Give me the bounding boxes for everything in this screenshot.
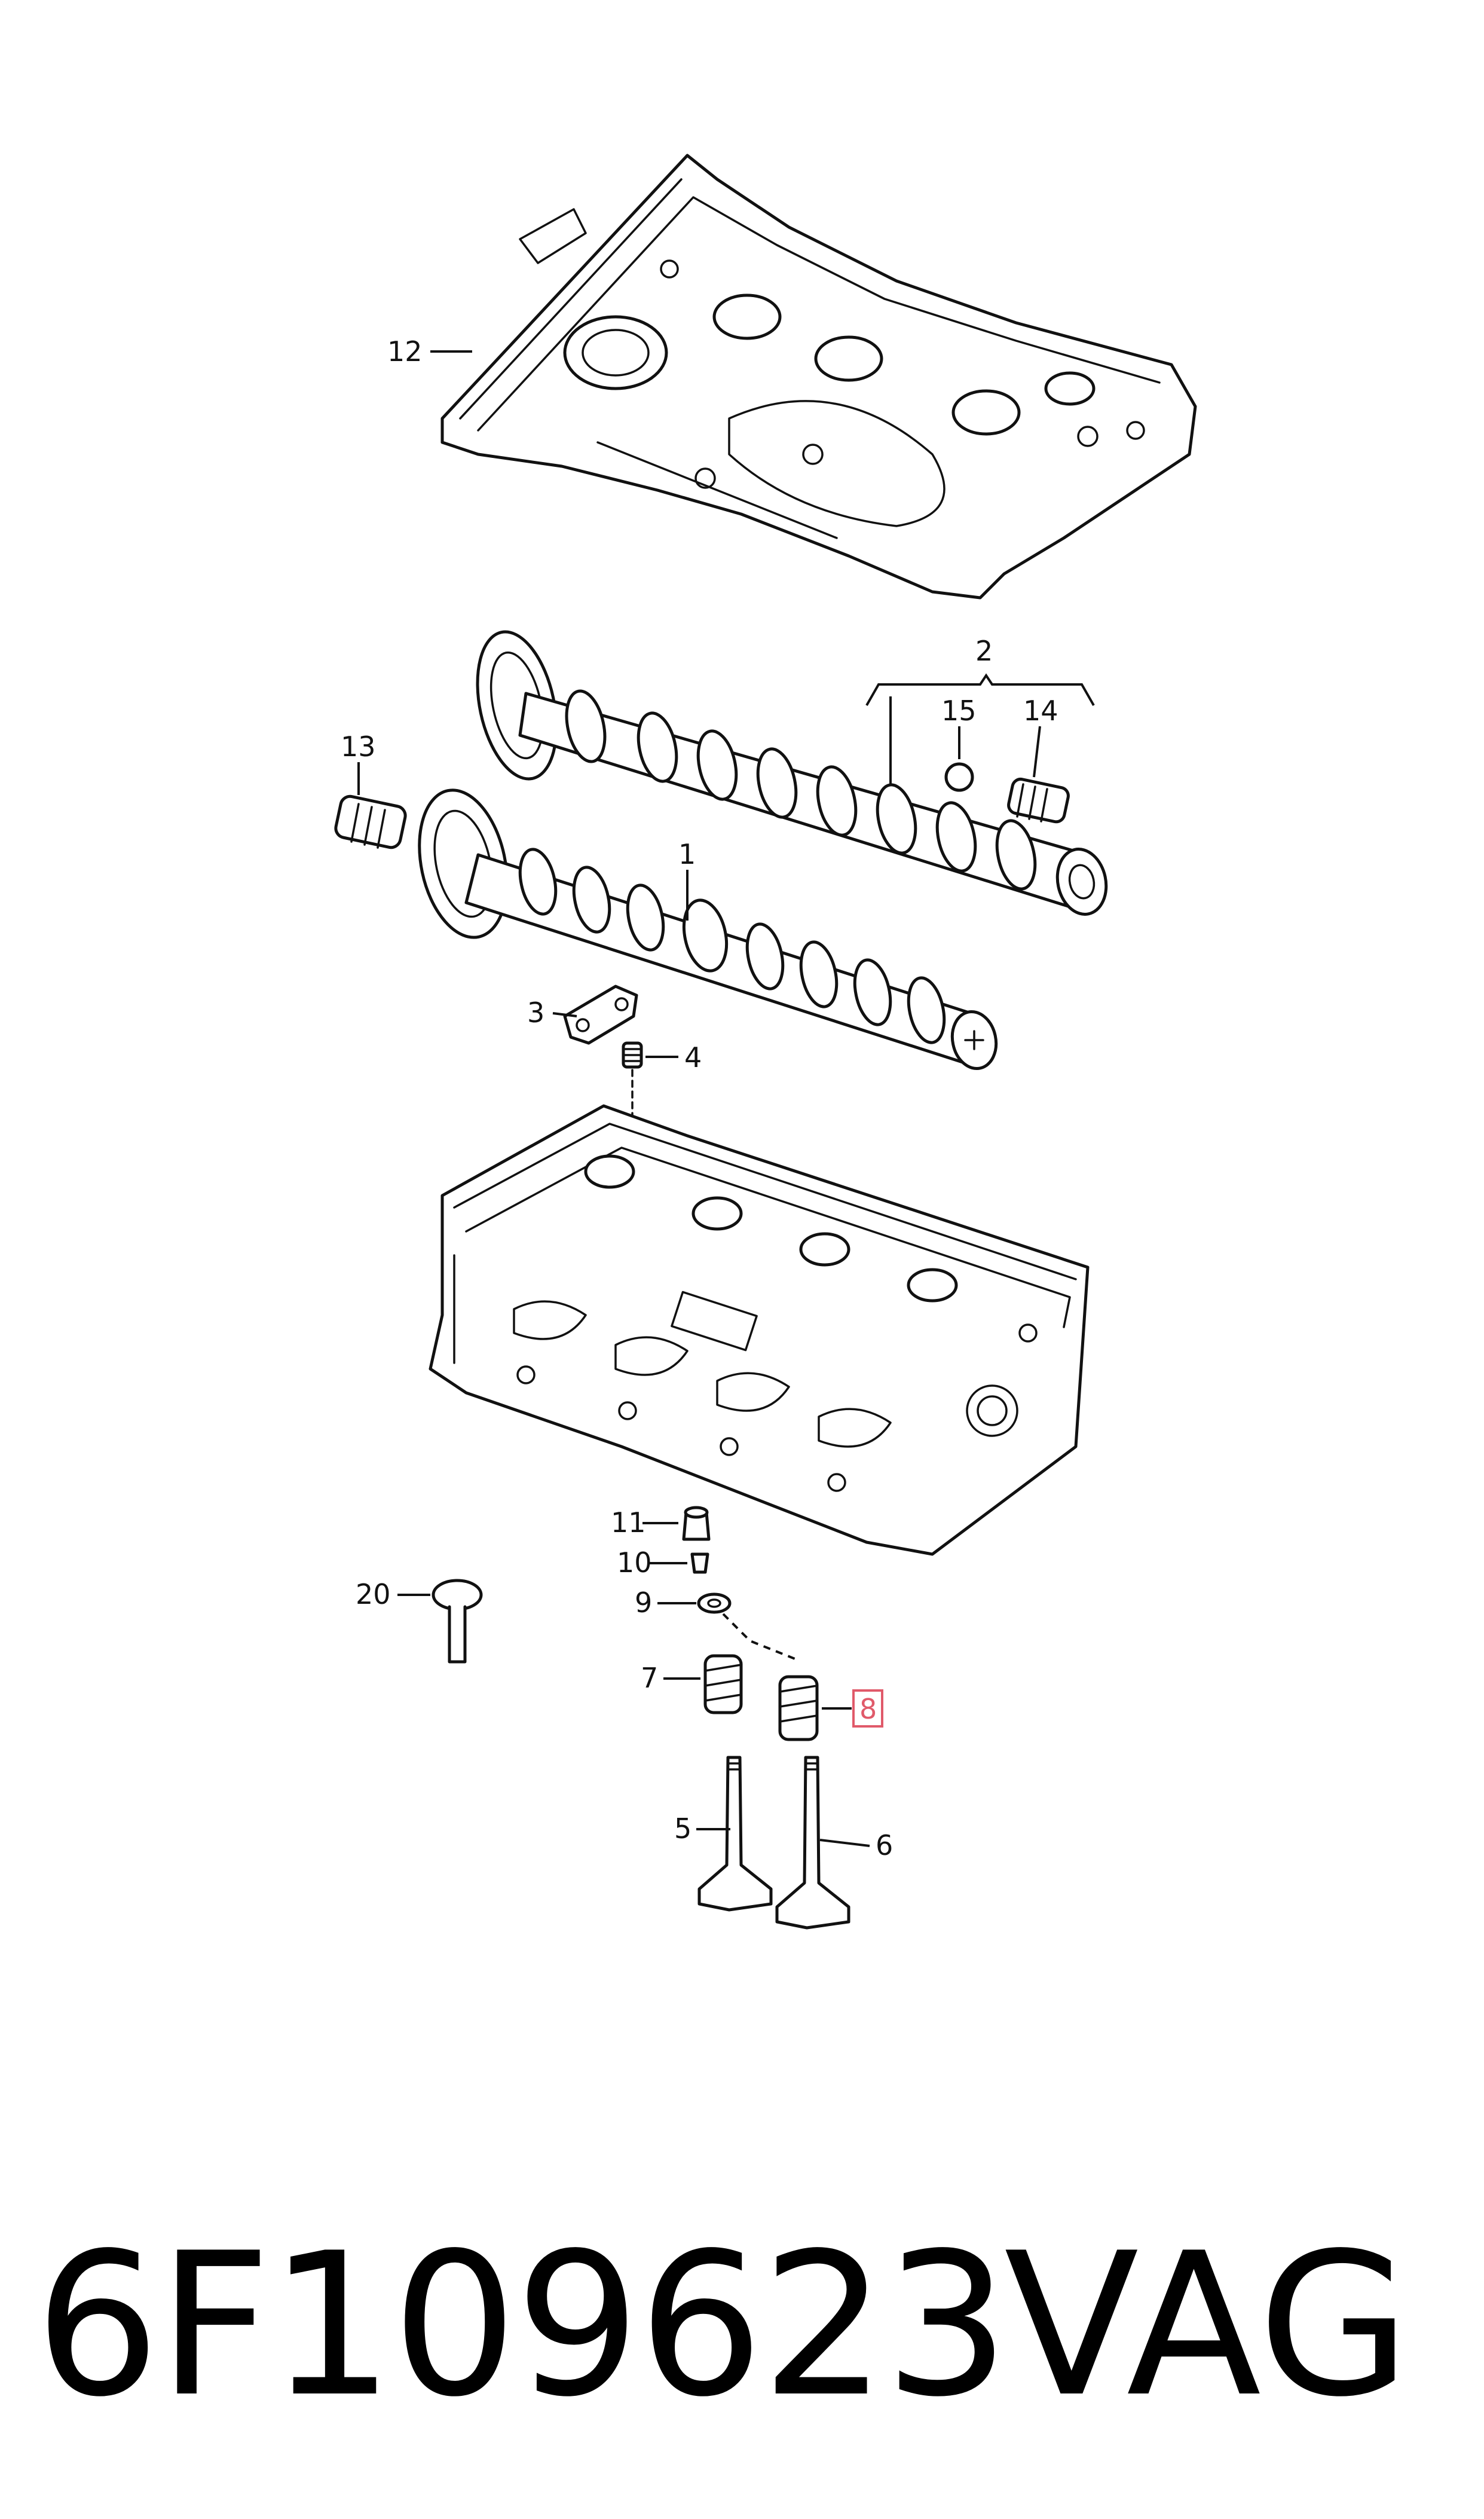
callout-1: 1 [678, 838, 696, 870]
exploded-parts-diagram: 12 2 15 14 [334, 154, 1197, 1930]
intake-camshaft-part [418, 788, 998, 1071]
spring-part-14 [1007, 777, 1070, 824]
callout-3: 3 [527, 996, 544, 1029]
callout-6: 6 [876, 1829, 893, 1861]
leader-14 [1033, 726, 1041, 778]
callout-10: 10 [617, 1546, 652, 1579]
assembly-line-9 [722, 1613, 795, 1660]
callout-5: 5 [674, 1812, 691, 1845]
callout-14: 14 [1023, 695, 1058, 727]
cam-cover-part [440, 154, 1197, 600]
caption-bar: 6F109623 VAG [0, 2200, 1484, 2451]
valve-spring-part-7 [703, 1654, 743, 1714]
ball-part [944, 762, 974, 792]
part-number: 6F109623 [35, 2211, 1010, 2440]
head-bolt-part [432, 1579, 483, 1664]
leader-6 [819, 1839, 870, 1847]
callout-8-highlight-box [852, 1689, 883, 1728]
callout-13: 13 [341, 730, 376, 763]
cylinder-head-part [429, 1104, 1090, 1556]
exhaust-camshaft-part [476, 630, 1108, 916]
callout-7: 7 [641, 1662, 658, 1694]
callout-20: 20 [356, 1578, 391, 1610]
brand-name: VAG [1004, 2211, 1411, 2440]
bracket-part-3 [563, 985, 638, 1045]
spring-part-13 [334, 794, 407, 849]
valve-stem-seal-part [682, 1506, 711, 1541]
callout-4: 4 [684, 1041, 702, 1074]
callout-2: 2 [975, 635, 993, 667]
intake-valve-part [697, 1756, 773, 1912]
spring-retainer-part [697, 1592, 732, 1614]
exhaust-valve-part [775, 1756, 850, 1930]
bolt-part-4 [622, 1041, 643, 1119]
callout-8: 8 [859, 1693, 877, 1725]
valve-spring-part-8 [778, 1675, 819, 1741]
leader-3 [552, 1012, 577, 1017]
callout-12: 12 [387, 335, 423, 368]
callout-9: 9 [635, 1586, 652, 1619]
callout-11: 11 [611, 1506, 646, 1539]
valve-cotter-part [690, 1552, 709, 1574]
callout-15: 15 [941, 695, 977, 727]
